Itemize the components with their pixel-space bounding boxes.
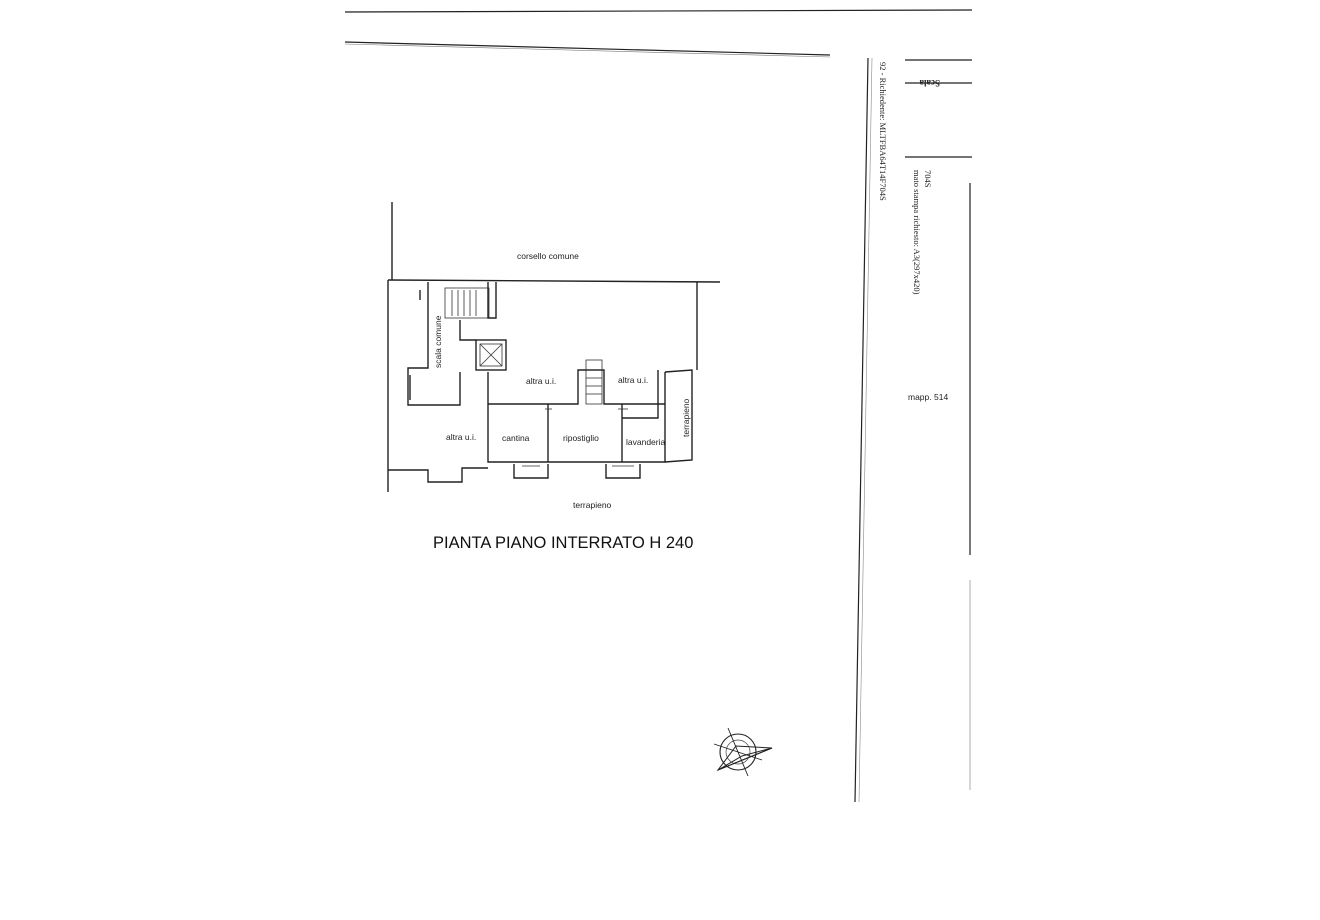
label-scala-comune: scala comune [433,315,443,368]
label-lavanderia: lavanderia [626,437,665,447]
label-altra-ui-left: altra u.i. [446,432,476,442]
label-altra-ui-right: altra u.i. [618,375,648,385]
margin-annotations: 92 - Richiedente: MLTFBA64T14F704S Scala… [878,62,948,402]
mapp-label: mapp. 514 [908,392,948,402]
floor-plan: corsello comune scala comune altra u.i. … [387,202,721,510]
codice-fragment: 704S [923,170,933,188]
richiedente-text: 92 - Richiedente: MLTFBA64T14F704S [878,62,888,201]
label-corsello-comune: corsello comune [517,251,579,261]
label-cantina: cantina [502,433,530,443]
plan-title: PIANTA PIANO INTERRATO H 240 [433,534,693,552]
page-edges [344,9,973,803]
label-terrapieno-bottom: terrapieno [573,500,612,510]
compass-rose-icon [713,727,773,777]
label-terrapieno-side: terrapieno [681,398,691,437]
label-ripostiglio: ripostiglio [563,433,599,443]
scala-header: Scala [919,78,940,88]
label-altra-ui-middle: altra u.i. [526,376,556,386]
formato-stampa-text: mato stampa richiesto: A3(297x420) [912,170,922,295]
